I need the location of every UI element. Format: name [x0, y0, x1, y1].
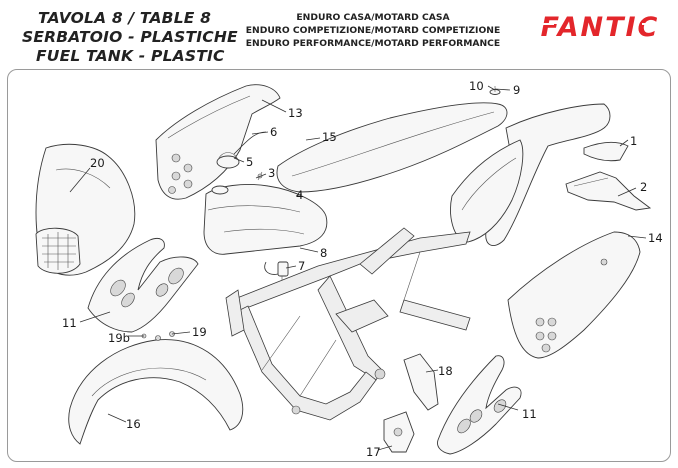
table-title: TAVOLA 8 / TABLE 8: [38, 9, 212, 27]
callout-19: 19: [192, 325, 207, 339]
leader-lines: [69, 85, 647, 451]
fender-clips-part: [141, 331, 175, 341]
callout-16: 16: [126, 417, 141, 431]
side-panel-left-part: [87, 237, 199, 333]
callout-7: 7: [298, 259, 305, 273]
seat-part: [276, 102, 508, 193]
brand-wordmark: FANTIC: [541, 12, 660, 43]
callout-13: 13: [288, 106, 303, 120]
callout-2: 2: [640, 180, 647, 194]
diagram-frame: [7, 69, 671, 462]
taillight-bracket-part: [565, 171, 652, 211]
side-number-panel-part: [507, 231, 641, 359]
title-italian: SERBATOIO - PLASTICHE: [22, 28, 238, 46]
callout-11-left: 11: [62, 316, 77, 330]
title-english: FUEL TANK - PLASTIC: [36, 47, 225, 65]
callout-9: 9: [513, 83, 520, 97]
headlight-mask-part: [35, 143, 136, 276]
callout-18: 18: [438, 364, 453, 378]
model-line-3: ENDURO PERFORMANCE/MOTARD PERFORMANCE: [245, 38, 501, 49]
callout-6: 6: [270, 125, 277, 139]
seat-bolt-part: [489, 86, 501, 95]
callout-1: 1: [630, 134, 637, 148]
callout-4: 4: [296, 188, 303, 202]
front-fender-part: [68, 339, 244, 445]
fuel-tank-part: [203, 184, 328, 255]
rear-fender-part: [450, 103, 611, 246]
tank-shroud-part: [155, 84, 281, 200]
callout-5: 5: [246, 155, 253, 169]
callout-14: 14: [648, 231, 663, 245]
callout-3: 3: [268, 166, 275, 180]
bracket-plate-part: [383, 411, 415, 453]
frame-guard-part: [403, 353, 439, 411]
callout-10: 10: [469, 79, 484, 93]
callout-20: 20: [90, 156, 105, 170]
callout-17: 17: [366, 445, 381, 459]
side-panel-right-part: [437, 355, 522, 455]
model-line-2: ENDURO COMPETIZIONE/MOTARD COMPETIZIONE: [245, 25, 501, 36]
callout-8: 8: [320, 246, 327, 260]
rear-tip-part: [583, 141, 629, 162]
fantic-logo: FANTIC: [532, 12, 668, 43]
callout-15: 15: [322, 130, 337, 144]
model-line-1: ENDURO CASA/MOTARD CASA: [296, 12, 450, 23]
callout-11-right: 11: [522, 407, 537, 421]
callout-19b: 19b: [108, 331, 130, 345]
chassis-frame-part: [225, 227, 471, 421]
